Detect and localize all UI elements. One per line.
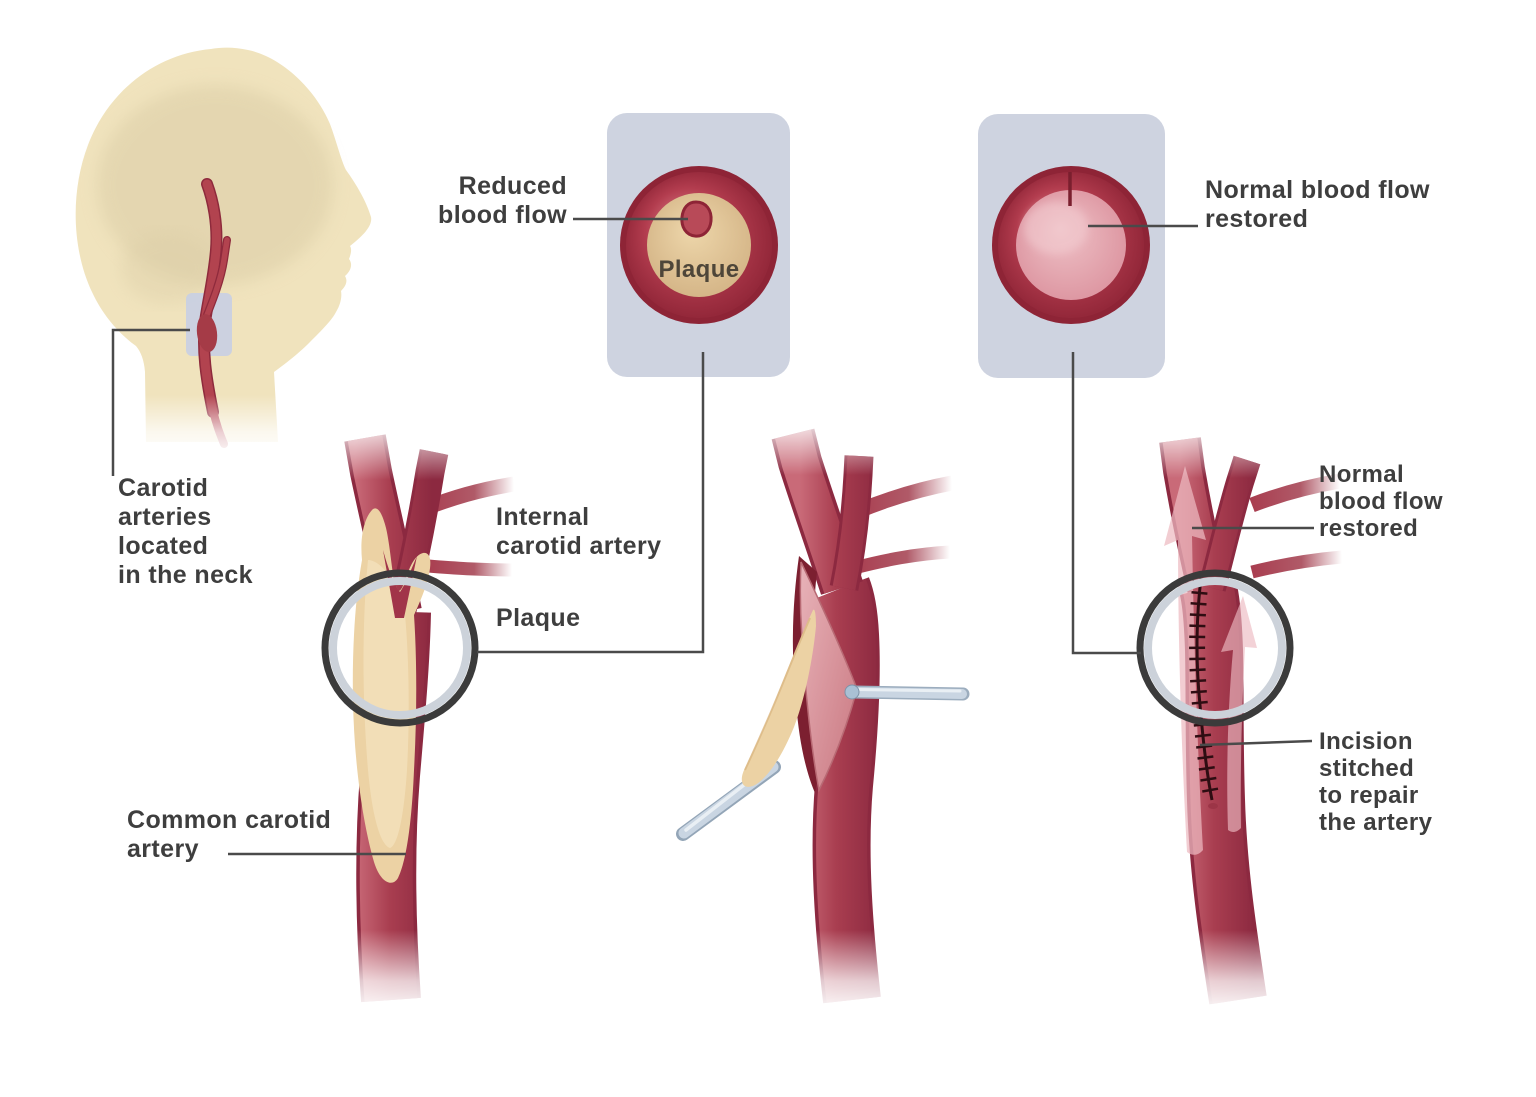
- label-line: Common carotid: [127, 806, 332, 834]
- artery-bulge: [196, 314, 218, 352]
- magnifier-ring-outer: [321, 569, 479, 727]
- suture-tick: [1191, 590, 1208, 595]
- side-branch-lower: [427, 559, 513, 577]
- branch-top-fade: [1146, 418, 1271, 478]
- removed-plaque: [741, 609, 816, 787]
- label-line: Reduced: [458, 172, 567, 200]
- suture-tick: [1190, 679, 1207, 683]
- reduced-blood-flow-label: Reduced blood flow: [370, 172, 567, 230]
- lumen-highlight: [1024, 202, 1088, 254]
- suture-tick: [1202, 787, 1219, 793]
- plaque-highlight: [363, 560, 409, 848]
- connector-blocked-section: [477, 352, 705, 654]
- label-line: Normal blood flow: [1205, 176, 1430, 204]
- label-line: to repair: [1319, 782, 1419, 809]
- magnifier-ring-outer: [1136, 569, 1294, 727]
- internal-carotid-label: Internal carotid artery: [496, 503, 726, 561]
- cross-section-blocked: [607, 113, 790, 377]
- label-line: blood flow: [1319, 488, 1443, 515]
- label-line: artery: [127, 835, 199, 863]
- removed-plaque-shade: [744, 617, 811, 771]
- branch-top-fade: [336, 418, 456, 480]
- suture-tick: [1200, 776, 1217, 782]
- label-line: the artery: [1319, 809, 1433, 836]
- label-line: restored: [1205, 205, 1309, 233]
- common-trunk: [1183, 581, 1264, 1004]
- surgery-figure: [676, 415, 970, 1015]
- label-line: blood flow: [438, 201, 567, 229]
- label-line: arteries: [118, 503, 212, 531]
- incision-stitched-label: Incision stitched to repair the artery: [1319, 728, 1489, 836]
- blood-flow-arrow-main: [1164, 466, 1206, 855]
- suture-tick: [1189, 668, 1206, 672]
- label-line: restored: [1319, 515, 1419, 542]
- suture-tick: [1189, 613, 1206, 617]
- suture-tick: [1190, 689, 1207, 694]
- suture-tick: [1194, 733, 1212, 738]
- side-branch-lower: [1250, 550, 1343, 579]
- carotid-location-label: Carotid arteries located in the neck: [118, 474, 348, 590]
- branch-top-fade: [765, 415, 885, 475]
- leader-incision: [1199, 739, 1313, 747]
- narrowed-lumen: [680, 200, 713, 238]
- side-branch-lower: [852, 545, 951, 575]
- side-branch-upper: [1249, 473, 1342, 513]
- suture-end-dimple: [1208, 803, 1218, 809]
- neck-artery-branch: [202, 237, 230, 323]
- leader-head-label: [111, 328, 190, 476]
- label-line: Carotid: [118, 474, 209, 502]
- suture-line: [1195, 577, 1214, 801]
- neck-artery: [199, 179, 221, 417]
- connector-restored-section: [1071, 352, 1141, 655]
- suture-tick: [1189, 624, 1206, 628]
- label-line: located: [118, 532, 209, 560]
- trunk-bottom-fade: [798, 930, 908, 1015]
- trunk-bottom-fade: [340, 930, 445, 1015]
- label-line: Normal: [1319, 461, 1405, 488]
- normal-flow-restored-top-label: Normal blood flow restored: [1205, 176, 1465, 234]
- suture-tick: [1196, 744, 1213, 749]
- label-line: Incision: [1319, 728, 1413, 755]
- plaque-artery-label: Plaque: [496, 604, 581, 632]
- cross-section-restored: [978, 114, 1165, 378]
- magnifier-ring-inner: [1144, 577, 1286, 719]
- normal-flow-restored-side-label: Normal blood flow restored: [1319, 461, 1489, 542]
- suture-tick: [1190, 602, 1207, 606]
- magnifier-ring-inner: [329, 577, 471, 719]
- suture-tick: [1197, 755, 1214, 760]
- common-carotid-label: Common carotid artery: [127, 806, 367, 864]
- label-line: carotid artery: [496, 532, 662, 560]
- suture-tick: [1191, 700, 1208, 705]
- label-line: in the neck: [118, 561, 253, 589]
- label-line: stitched: [1319, 755, 1415, 782]
- common-trunk: [816, 578, 878, 1003]
- leader-lines: [111, 217, 1314, 856]
- right-branch: [832, 455, 871, 591]
- label-line: Internal: [496, 503, 590, 531]
- head-figure: [75, 47, 403, 457]
- blocked-artery-figure: [321, 418, 516, 1015]
- plaque-section-label: Plaque: [658, 256, 740, 283]
- dissector-instrument: [844, 684, 970, 701]
- trunk-bottom-fade: [1180, 930, 1295, 1015]
- repaired-artery-figure: [1136, 418, 1343, 1015]
- dissector-tip: [844, 684, 860, 700]
- suture-tick: [1198, 766, 1215, 771]
- cerebellum-shade: [120, 232, 216, 304]
